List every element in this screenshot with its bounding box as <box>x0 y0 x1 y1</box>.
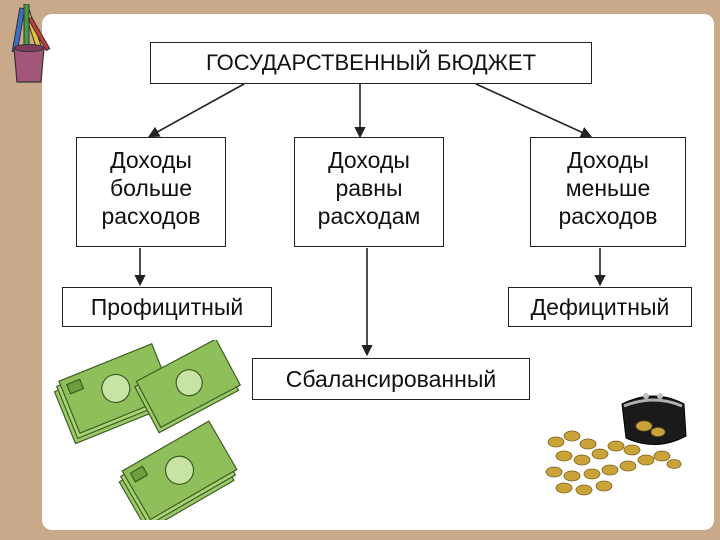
condition-line: равны <box>335 175 403 202</box>
condition-line: больше <box>109 175 193 202</box>
arrow-root-to-left <box>148 83 245 138</box>
arrow-root-to-right <box>475 83 593 138</box>
condition-line: Доходы <box>110 147 192 173</box>
outcome-label: Профицитный <box>90 294 244 320</box>
condition-line: расходам <box>317 203 421 230</box>
condition-line: расходов <box>101 203 201 230</box>
condition-box-equal: Доходы равны расходам <box>294 137 444 247</box>
condition-line: расходов <box>558 203 658 230</box>
root-box: ГОСУДАРСТВЕННЫЙ БЮДЖЕТ <box>150 42 592 84</box>
condition-line: Доходы <box>567 147 649 173</box>
outcome-box-surplus: Профицитный <box>62 287 272 327</box>
coin-purse-image <box>545 393 687 496</box>
outcome-label: Сбалансированный <box>285 366 497 392</box>
root-label: ГОСУДАРСТВЕННЫЙ БЮДЖЕТ <box>205 50 537 75</box>
outcome-box-deficit: Дефицитный <box>508 287 692 327</box>
condition-line: меньше <box>565 175 651 202</box>
outcome-label: Дефицитный <box>530 294 670 320</box>
pencil-cup-icon <box>11 4 51 83</box>
slide-canvas <box>42 14 714 530</box>
condition-line: Доходы <box>328 147 410 173</box>
condition-box-more: Доходы больше расходов <box>76 137 226 247</box>
outcome-box-balanced: Сбалансированный <box>252 358 530 400</box>
condition-box-less: Доходы меньше расходов <box>530 137 686 247</box>
banknotes-image <box>53 340 242 520</box>
